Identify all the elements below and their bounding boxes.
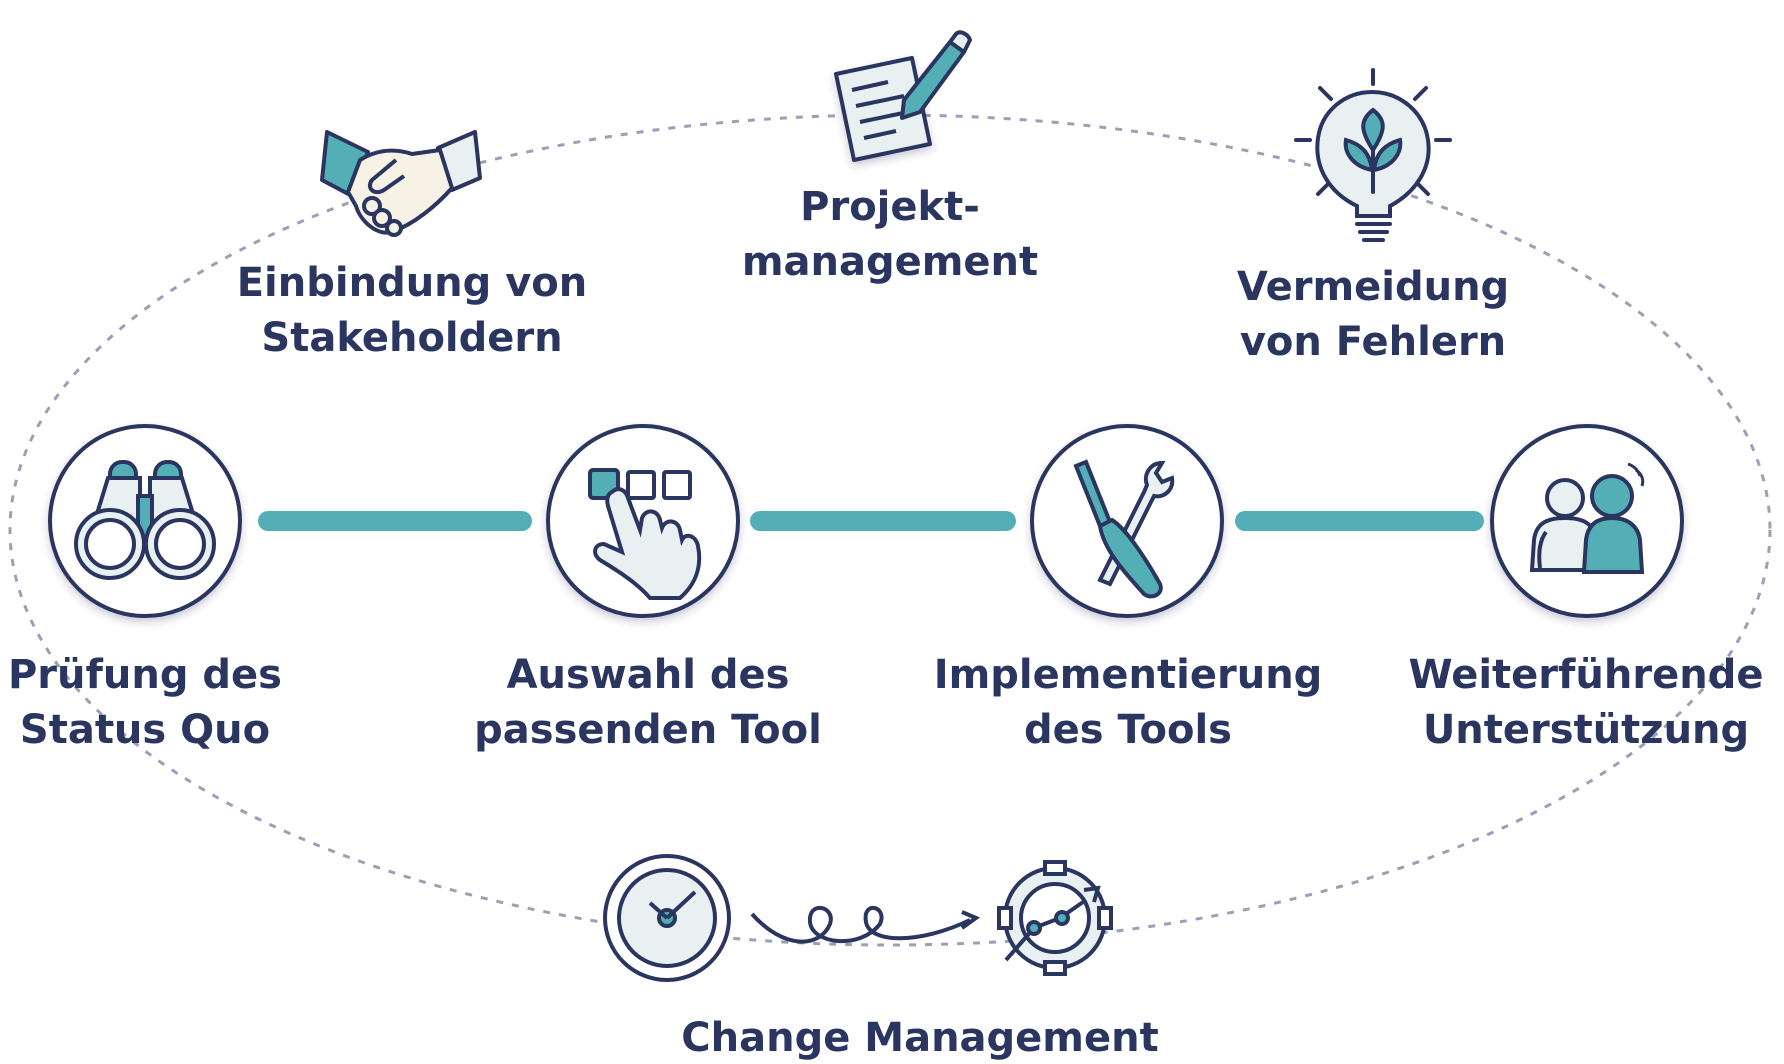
lightbulb-icon	[1294, 68, 1452, 242]
hand-select-icon	[588, 468, 702, 600]
step-circle-3	[1030, 424, 1224, 618]
aspect-label-line2: Stakeholdern	[261, 315, 563, 361]
gear-icon	[997, 860, 1113, 976]
step-circle-1	[48, 424, 242, 618]
aspect-label-line1: Projekt-	[800, 184, 980, 230]
handshake-icon	[320, 130, 482, 237]
dashed-ring	[8, 113, 1772, 947]
change-management-text: Change Management	[681, 1015, 1159, 1061]
aspect-label-project-management: Projekt- management	[700, 180, 1080, 290]
step-label-line2: Status Quo	[19, 707, 271, 753]
loop-arrow	[750, 905, 971, 944]
aspect-label-change-management: Change Management	[560, 1014, 1280, 1062]
step-label-line2: des Tools	[1024, 707, 1232, 753]
step-label-3: Implementierung des Tools	[928, 648, 1328, 758]
document-pen-icon	[834, 30, 972, 162]
aspect-label-line1: Einbindung von	[236, 260, 588, 306]
aspect-label-error-avoidance: Vermeidung von Fehlern	[1200, 260, 1546, 370]
tools-icon	[1073, 459, 1175, 599]
step-circle-2	[546, 424, 740, 618]
step-label-2: Auswahl des passenden Tool	[458, 648, 838, 758]
step-label-line1: Auswahl des	[506, 652, 790, 698]
step-label-4: Weiterführende Unterstützung	[1390, 648, 1782, 758]
aspect-label-line2: management	[741, 239, 1039, 285]
binoculars-icon	[74, 460, 216, 580]
step-label-1: Prüfung des Status Quo	[0, 648, 290, 758]
aspect-label-line2: von Fehlern	[1239, 319, 1507, 365]
step-label-line2: passenden Tool	[474, 707, 822, 753]
step-label-line1: Weiterführende	[1408, 652, 1764, 698]
step-circle-4	[1490, 424, 1684, 618]
step-label-line2: Unterstützung	[1422, 707, 1750, 753]
people-support-icon	[1529, 462, 1645, 574]
step-label-line1: Implementierung	[933, 652, 1323, 698]
clock-gear-icon	[603, 854, 1113, 982]
aspect-label-line1: Vermeidung	[1236, 264, 1510, 310]
aspect-label-stakeholders: Einbindung von Stakeholdern	[204, 256, 620, 366]
step-label-line1: Prüfung des	[7, 652, 282, 698]
